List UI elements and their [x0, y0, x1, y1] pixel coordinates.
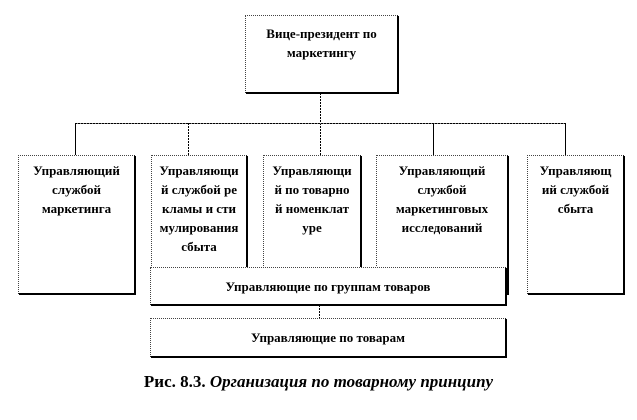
connector — [75, 123, 76, 155]
connector — [565, 123, 566, 155]
manager-box-marketing: Управляющий службой маркетинга — [18, 155, 135, 294]
connector — [188, 123, 189, 155]
connector — [319, 305, 320, 318]
product-managers-box: Управляющие по товарам — [150, 318, 506, 357]
caption-prefix: Рис. 8.3. — [143, 372, 206, 391]
connector — [75, 123, 565, 124]
caption-title: Организация по товарному принципу — [209, 372, 494, 391]
product-group-managers-box: Управляющие по группам товаров — [150, 267, 506, 305]
vp-marketing-box: Вице-президент по маркетингу — [245, 15, 398, 93]
manager-box-sales: Управляющий службой сбыта — [527, 155, 624, 294]
connector — [320, 93, 321, 155]
figure-caption: Рис. 8.3. Организация по товарному принц… — [0, 372, 637, 392]
connector — [433, 123, 434, 155]
